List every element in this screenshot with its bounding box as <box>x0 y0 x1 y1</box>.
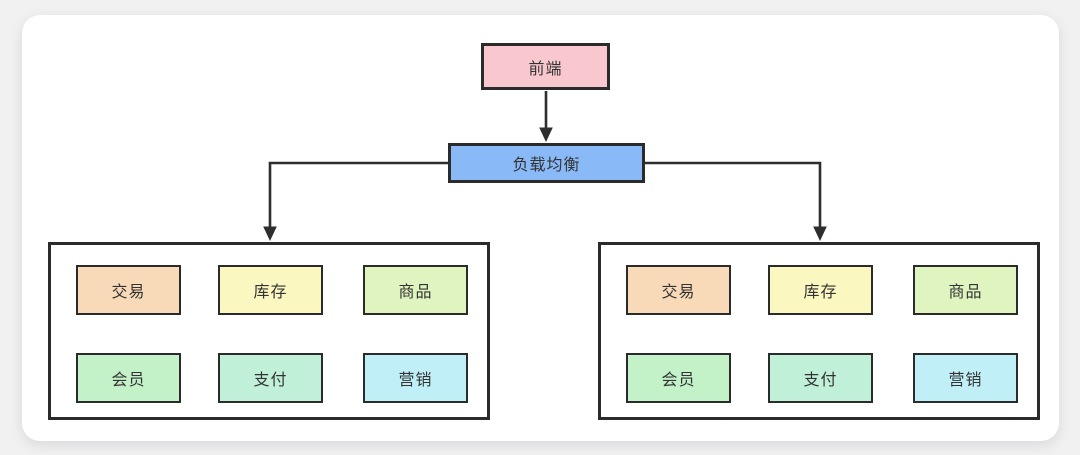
service-node: 商品 <box>913 265 1018 315</box>
service-node-label: 库存 <box>803 284 838 301</box>
service-node-label: 会员 <box>111 372 146 389</box>
server-cluster-2: 交易 库存 商品 会员 支付 营销 <box>598 242 1040 420</box>
service-node: 会员 <box>626 353 731 403</box>
service-node-label: 营销 <box>398 372 433 389</box>
service-node: 支付 <box>218 353 323 403</box>
service-node: 支付 <box>768 353 873 403</box>
service-node-label: 商品 <box>398 284 433 301</box>
service-node: 营销 <box>363 353 468 403</box>
service-node-label: 交易 <box>111 284 146 301</box>
service-node: 库存 <box>768 265 873 315</box>
node-load-balancer: 负载均衡 <box>448 143 645 183</box>
service-node: 营销 <box>913 353 1018 403</box>
service-node-label: 支付 <box>253 372 288 389</box>
service-node: 交易 <box>76 265 181 315</box>
service-node: 库存 <box>218 265 323 315</box>
service-node-label: 会员 <box>661 372 696 389</box>
service-node-label: 交易 <box>661 284 696 301</box>
service-node-label: 营销 <box>948 372 983 389</box>
node-frontend: 前端 <box>481 43 610 90</box>
service-node-label: 支付 <box>803 372 838 389</box>
service-node: 交易 <box>626 265 731 315</box>
service-node-label: 库存 <box>253 284 288 301</box>
node-load-balancer-label: 负载均衡 <box>512 157 581 174</box>
service-node: 商品 <box>363 265 468 315</box>
server-cluster-1: 交易 库存 商品 会员 支付 营销 <box>48 242 490 420</box>
node-frontend-label: 前端 <box>528 60 563 78</box>
service-node: 会员 <box>76 353 181 403</box>
service-node-label: 商品 <box>948 284 983 301</box>
